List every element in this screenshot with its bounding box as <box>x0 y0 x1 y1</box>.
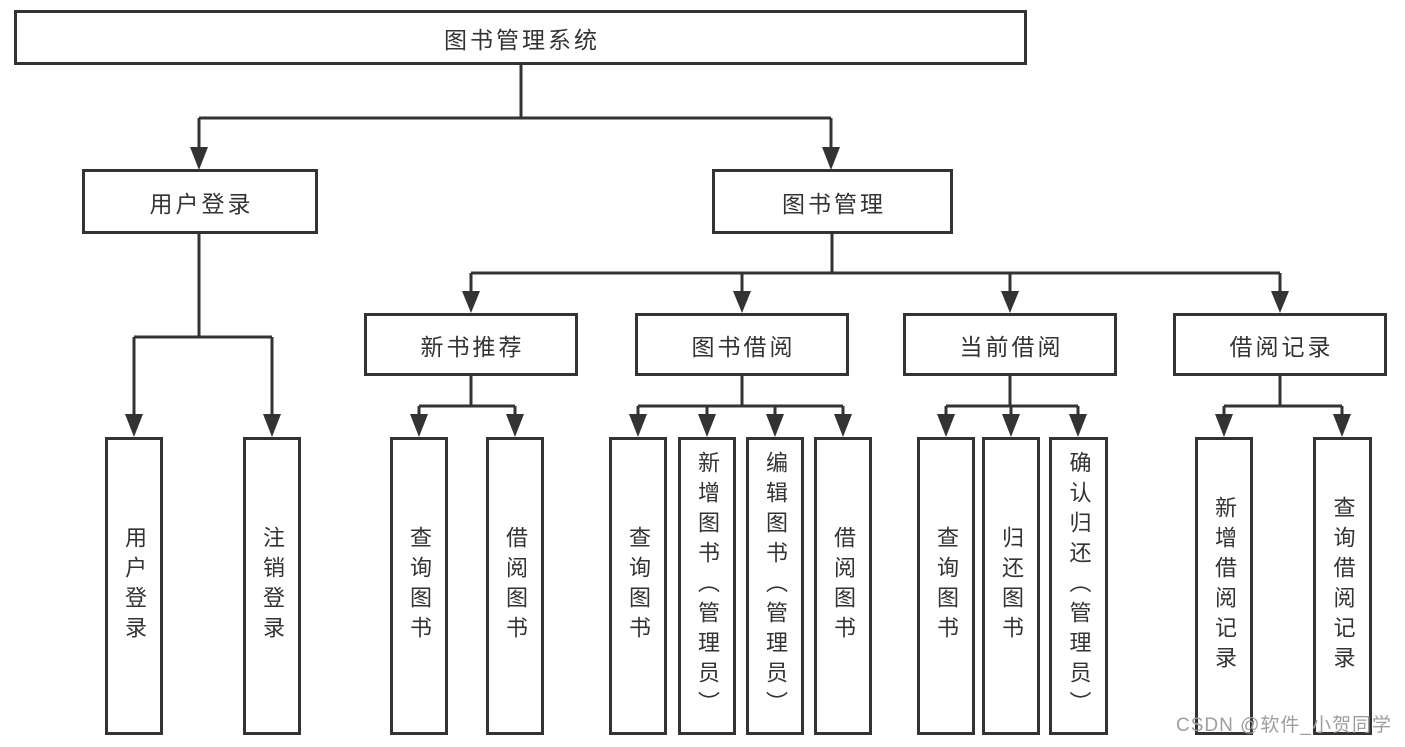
node-leaf-query-books-rec: 查询图书 <box>390 437 448 735</box>
arrowheads-level2 <box>190 147 840 170</box>
node-current-borrowing: 当前借阅 <box>903 313 1117 376</box>
node-leaf-add-borrow-record: 新增借阅记录 <box>1195 437 1253 735</box>
node-leaf-query-books-current: 查询图书 <box>917 437 975 735</box>
connector-user-login-children <box>132 234 274 414</box>
node-leaf-query-borrow-record: 查询借阅记录 <box>1313 437 1372 735</box>
node-leaf-user-login: 用户登录 <box>105 437 163 735</box>
arrowheads-book-borrow-children <box>629 414 852 437</box>
node-leaf-confirm-return-admin: 确认归还（管理员） <box>1049 437 1108 735</box>
arrowheads-user-login-children <box>125 414 281 437</box>
node-new-book-recommendation: 新书推荐 <box>364 313 578 376</box>
arrowheads-current-borrow-children <box>937 414 1087 437</box>
connector-borrow-record-children <box>1222 376 1344 414</box>
node-leaf-borrow-books-rec: 借阅图书 <box>486 437 544 735</box>
node-book-management: 图书管理 <box>712 169 953 234</box>
node-library-management-system: 图书管理系统 <box>14 10 1027 65</box>
node-user-login: 用户登录 <box>82 169 318 234</box>
connector-book-mgmt-to-level3 <box>469 234 1282 291</box>
arrowheads-new-book-rec-children <box>410 414 524 437</box>
connector-book-borrow-children <box>636 376 845 414</box>
node-leaf-query-books-borrow: 查询图书 <box>609 437 667 735</box>
node-leaf-edit-books-admin: 编辑图书（管理员） <box>746 437 804 735</box>
arrowheads-level3 <box>462 291 1289 313</box>
connector-current-borrow-children <box>944 376 1080 414</box>
node-borrowing-records: 借阅记录 <box>1173 313 1387 376</box>
connector-new-book-rec-children <box>417 376 517 414</box>
arrowheads-borrow-record-children <box>1215 414 1351 437</box>
node-leaf-add-books-admin: 新增图书（管理员） <box>678 437 736 735</box>
node-leaf-logout: 注销登录 <box>243 437 301 735</box>
node-leaf-borrow-books: 借阅图书 <box>814 437 872 735</box>
node-book-borrowing: 图书借阅 <box>635 313 849 376</box>
node-leaf-return-books: 归还图书 <box>982 437 1040 735</box>
csdn-watermark: CSDN @软件_小贺同学 <box>1176 715 1392 736</box>
connector-root-to-level2 <box>197 65 833 147</box>
